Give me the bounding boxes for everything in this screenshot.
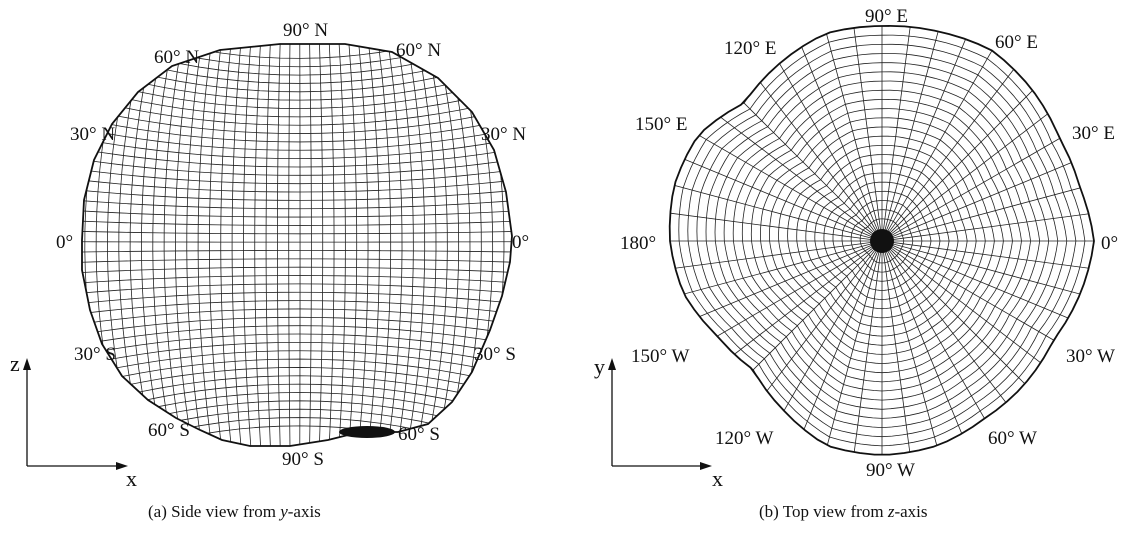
label-120w: 120° W [715, 428, 774, 449]
label-30w: 30° W [1066, 346, 1115, 367]
label-90e: 90° E [865, 6, 908, 27]
axes-indicator-a: z x [10, 351, 137, 491]
side-view-mesh [82, 44, 512, 446]
axis-z-label: z [10, 351, 20, 376]
label-90n: 90° N [283, 20, 328, 41]
axis-x-label-b: x [712, 466, 723, 491]
panel-b-top-view: 90° E 120° E 60° E 150° E 30° E 180° 0° … [594, 6, 1118, 491]
top-view-pole [870, 229, 894, 253]
label-60w: 60° W [988, 428, 1037, 449]
label-60n-left: 60° N [154, 47, 199, 68]
label-30n-left: 30° N [70, 124, 115, 145]
top-view-outline [668, 24, 1095, 456]
caption-b: (b) Top view from z-axis [759, 502, 928, 521]
label-0-left: 0° [56, 232, 73, 253]
label-60n-right: 60° N [396, 40, 441, 61]
caption-a: (a) Side view from y-axis [148, 502, 321, 521]
label-150w: 150° W [631, 346, 690, 367]
label-30s-left: 30° S [74, 344, 116, 365]
label-30e: 30° E [1072, 123, 1115, 144]
label-60e: 60° E [995, 32, 1038, 53]
label-60s-right: 60° S [398, 424, 440, 445]
axis-x-label-a: x [126, 466, 137, 491]
label-0-top: 0° [1101, 233, 1118, 254]
label-120e: 120° E [724, 38, 776, 59]
label-150e: 150° E [635, 114, 687, 135]
label-0-right: 0° [512, 232, 529, 253]
side-view-pole-cluster [339, 426, 395, 438]
side-view-outline [81, 43, 513, 447]
panel-a-side-view: 90° N 60° N 60° N 30° N 30° N 0° 0° 30° … [10, 20, 529, 491]
label-90s: 90° S [282, 449, 324, 470]
axis-y-label: y [594, 354, 605, 379]
label-30n-right: 30° N [481, 124, 526, 145]
axes-indicator-b: y x [594, 354, 723, 491]
label-30s-right: 30° S [474, 344, 516, 365]
label-90w: 90° W [866, 460, 915, 481]
label-60s-left: 60° S [148, 420, 190, 441]
label-180: 180° [620, 233, 656, 254]
